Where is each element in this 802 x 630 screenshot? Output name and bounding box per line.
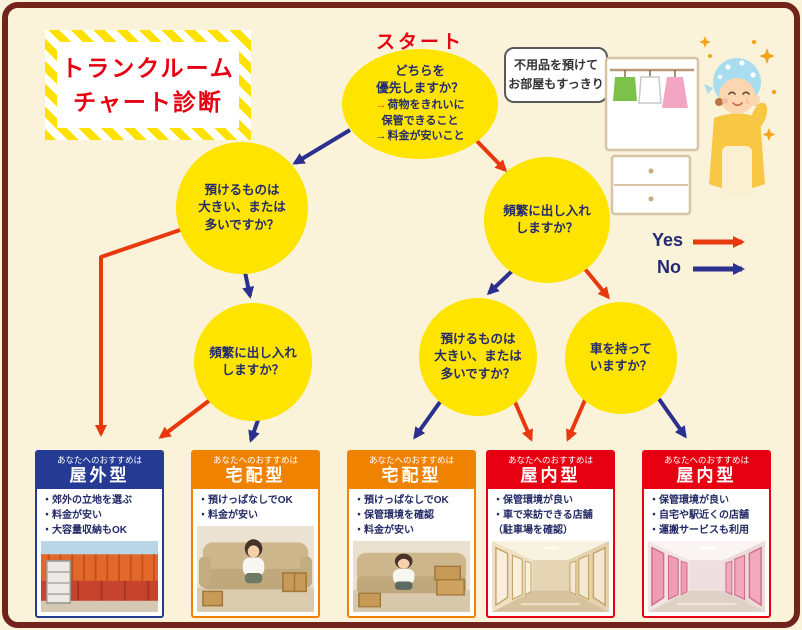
start-label: スタート — [375, 32, 464, 53]
q-left-size-line2: 大きい、または — [198, 200, 286, 215]
node-start-priority: どちらを 優先しますか？ →荷物をきれいに 保管できること →料金が安いこと — [342, 49, 498, 159]
result-card-delivery-1: あなたへのおすすめは 宅配型 ・預けっぱなしでOK ・料金が安い — [191, 450, 320, 618]
card-body: ・預けっぱなしでOK ・料金が安い — [193, 489, 318, 524]
node-question-frequency-left: 頻繁に出し入れ しますか？ — [194, 303, 312, 421]
sparkle-icons — [699, 36, 777, 141]
option-cheap-fee: →料金が安いこと — [376, 129, 465, 145]
arrow-car-no-to-indoor — [657, 397, 687, 439]
navy-arrow-glyph-icon: → — [375, 130, 387, 143]
start-question-line2: 優先しますか？ — [376, 81, 464, 96]
q-car-line1: 車を持って — [590, 341, 652, 356]
speech-bubble: 不用品を預けて お部屋もすっきり — [504, 47, 608, 103]
card-body: ・保管環境が良い ・自宅や駅近くの店舗 ・運搬サービスも利用 — [644, 489, 769, 539]
title-inner: トランクルーム チャート診断 — [57, 42, 239, 128]
card-bullet: ・預けっぱなしでOK — [354, 495, 449, 507]
card-body: ・保管環境が良い ・車で来訪できる店舗 （駐車場を確認） — [488, 489, 613, 539]
photo-indoor-corridor-1 — [492, 541, 609, 612]
q-right-freq-line2: しますか？ — [515, 221, 579, 235]
q-mid-freq-line2: しますか？ — [221, 363, 285, 377]
red-arrow-glyph-icon: → — [375, 98, 387, 111]
q-mid-freq-line1: 頻繁に出し入れ — [209, 345, 297, 360]
card-bullet: ・自宅や駅近くの店舗 — [649, 510, 749, 522]
card-bullet: ・郊外の立地を選ぶ — [42, 495, 132, 507]
card-type-label: 屋外型 — [69, 465, 130, 485]
q-mid-size-line3: 多いですか？ — [440, 366, 516, 381]
node-question-frequency-right: 頻繁に出し入れ しますか？ — [484, 157, 610, 283]
card-type-label: 宅配型 — [381, 465, 442, 485]
card-bullet: ・保管環境を確認 — [354, 510, 434, 522]
legend-yes-label: Yes — [652, 230, 684, 250]
arrow-size-right-yes-to-indoor — [513, 401, 533, 442]
card-recommend-label: あなたへのおすすめは — [56, 455, 142, 465]
card-body: ・預けっぱなしでOK ・保管環境を確認 ・料金が安い — [349, 489, 474, 539]
arrow-size-right-no-to-delivery — [413, 400, 442, 440]
declutter-illustration — [604, 36, 777, 216]
card-header: あなたへのおすすめは 屋内型 — [644, 452, 769, 490]
option-clean-storage: →荷物をきれいに — [376, 98, 465, 114]
card-bullet: ・預けっぱなしでOK — [198, 495, 293, 507]
card-bullet: ・保管環境が良い — [493, 495, 573, 507]
card-header: あなたへのおすすめは 宅配型 — [349, 452, 474, 490]
option-clean-storage-text1: 荷物をきれいに — [387, 98, 465, 111]
card-bullet: ・大容量収納もOK — [42, 525, 127, 537]
bubble-line2: お部屋もすっきり — [508, 77, 604, 91]
q-left-size-line3: 多いですか？ — [204, 217, 280, 232]
title-box: トランクルーム チャート診断 — [45, 30, 251, 140]
arrow-frequency-right-yes-to-car — [583, 267, 610, 300]
start-question-line1: どちらを — [394, 63, 445, 78]
card-bullet: ・保管環境が良い — [649, 495, 729, 507]
q-car-line2: いますか？ — [589, 359, 653, 373]
card-bullet: ・料金が安い — [354, 525, 414, 537]
arrow-frequency-left-no-to-delivery — [248, 419, 260, 443]
card-bullet: ・車で来訪できる店舗 — [493, 510, 593, 522]
card-recommend-label: あなたへのおすすめは — [212, 455, 298, 465]
page-title-line2: チャート診断 — [73, 89, 223, 115]
node-question-size-right: 預けるものは 大きい、または 多いですか？ — [419, 298, 537, 416]
card-bullet: ・運搬サービスも利用 — [649, 525, 749, 537]
q-mid-size-line2: 大きい、または — [434, 349, 522, 364]
card-body: ・郊外の立地を選ぶ ・料金が安い ・大容量収納もOK — [37, 489, 162, 539]
closet-illustration — [604, 56, 700, 216]
card-bullet: （駐車場を確認） — [493, 525, 573, 537]
photo-outdoor-containers — [41, 541, 158, 612]
card-bullet: ・料金が安い — [42, 510, 102, 522]
card-header: あなたへのおすすめは 屋外型 — [37, 452, 162, 490]
option-clean-storage-text2: 保管できること — [381, 114, 459, 127]
photo-delivery-sofa-2 — [353, 541, 470, 612]
card-type-label: 宅配型 — [225, 465, 286, 485]
result-card-outdoor: あなたへのおすすめは 屋外型 ・郊外の立地を選ぶ ・料金が安い ・大容量収納もO… — [35, 450, 164, 618]
page-title-line1: トランクルーム — [61, 54, 235, 81]
arrow-size-left-no-to-frequency — [242, 271, 255, 299]
bubble-line1: 不用品を預けて — [513, 58, 598, 73]
result-card-indoor-1: あなたへのおすすめは 屋内型 ・保管環境が良い ・車で来訪できる店舗 （駐車場を… — [486, 450, 615, 618]
arrow-frequency-left-yes-to-outdoor — [158, 398, 212, 439]
q-left-size-line1: 預けるものは — [204, 182, 280, 197]
arrow-start-to-frequency-right — [470, 134, 508, 173]
node-question-size-left: 預けるものは 大きい、または 多いですか？ — [176, 142, 308, 274]
option-cheap-fee-text: 料金が安いこと — [387, 130, 465, 143]
card-recommend-label: あなたへのおすすめは — [368, 455, 454, 465]
q-right-freq-line1: 頻繁に出し入れ — [503, 203, 591, 218]
card-header: あなたへのおすすめは 宅配型 — [193, 452, 318, 490]
card-header: あなたへのおすすめは 屋内型 — [488, 452, 613, 490]
woman-illustration — [704, 58, 768, 196]
legend-no-label: No — [657, 257, 681, 277]
q-mid-size-line1: 預けるものは — [440, 331, 516, 346]
card-recommend-label: あなたへのおすすめは — [507, 455, 593, 465]
result-card-delivery-2: あなたへのおすすめは 宅配型 ・預けっぱなしでOK ・保管環境を確認 ・料金が安… — [347, 450, 476, 618]
photo-delivery-sofa-1 — [197, 526, 314, 612]
arrow-start-to-size-left — [292, 128, 352, 165]
arrow-car-yes-to-indoor — [566, 399, 587, 442]
node-question-car: 車を持って いますか？ — [565, 302, 677, 414]
arrow-size-left-yes-to-outdoor — [95, 227, 184, 437]
card-bullet: ・料金が安い — [198, 510, 258, 522]
arrow-frequency-right-no-to-size — [486, 268, 515, 296]
result-card-indoor-2: あなたへのおすすめは 屋内型 ・保管環境が良い ・自宅や駅近くの店舗 ・運搬サー… — [642, 450, 771, 618]
card-type-label: 屋内型 — [676, 465, 737, 485]
photo-indoor-corridor-pink — [648, 541, 765, 612]
card-recommend-label: あなたへのおすすめは — [663, 455, 749, 465]
card-type-label: 屋内型 — [520, 465, 581, 485]
